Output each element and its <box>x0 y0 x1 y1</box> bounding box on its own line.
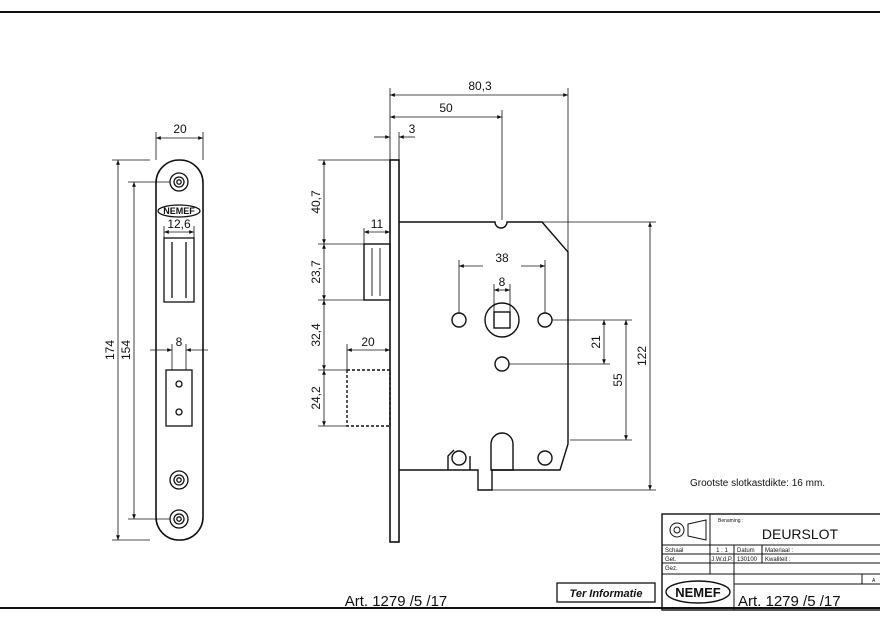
dim-top: 40,7 <box>309 190 323 214</box>
datum-value: 130100 <box>737 557 758 563</box>
case-outline <box>399 221 569 491</box>
schaal-label: Schaal <box>665 548 683 554</box>
forend <box>389 159 400 543</box>
datum-label: Datum <box>737 548 755 554</box>
gez-label: Gez. <box>665 566 678 572</box>
article-number: Art. 1279 /5 /17 <box>345 593 448 610</box>
benaming-label: Benaming : <box>718 518 743 524</box>
dim-bolt: 24,2 <box>309 386 323 410</box>
info-stamp-box <box>556 582 656 603</box>
info-stamp: Ter Informatie <box>570 588 643 600</box>
dim-latch: 23,7 <box>309 260 323 284</box>
dead-bolt <box>346 369 391 427</box>
dim-122: 122 <box>635 346 649 366</box>
get-value: J.W.d.P. <box>711 557 733 563</box>
dim-plate-height: 174 <box>103 340 117 360</box>
schaal-value: 1 : 1 <box>716 548 728 554</box>
dim-hole-spacing: 38 <box>495 251 509 265</box>
materiaal-label: Materiaal : <box>765 548 793 554</box>
title-block <box>661 513 880 611</box>
spindle-square <box>493 311 511 329</box>
dim-55: 55 <box>611 373 625 387</box>
dim-bolt-projection: 20 <box>361 335 375 349</box>
dim-backset: 50 <box>439 101 453 115</box>
cylinder-hole <box>490 432 514 471</box>
dim-spindle: 8 <box>499 275 506 289</box>
dim-screw-distance: 154 <box>119 340 133 360</box>
dim-plate-thickness: 3 <box>409 122 416 136</box>
dim-bolt-width: 8 <box>176 335 183 349</box>
front-plate-logo: NEMEF <box>163 206 195 216</box>
dim-gap: 32,4 <box>309 323 323 347</box>
title-block-logo: NEMEF <box>675 585 721 600</box>
corner-letter: A <box>872 578 876 584</box>
lock-body-view <box>346 159 569 543</box>
kwaliteit-label: Kwaliteit : <box>765 557 791 563</box>
title-text: DEURSLOT <box>762 526 839 542</box>
dim-21: 21 <box>589 335 603 349</box>
lock-body-dimensions <box>318 88 656 491</box>
dim-latch-projection: 11 <box>371 217 384 231</box>
dim-depth: 80,3 <box>468 79 492 93</box>
dim-latch-width: 12,6 <box>167 217 191 231</box>
title-block-article: Art. 1279 /5 /17 <box>738 593 841 610</box>
front-plate-dimensions <box>112 132 208 541</box>
nemef-logo <box>157 204 201 218</box>
latch-bolt <box>363 243 391 301</box>
dim-plate-width: 20 <box>173 122 187 136</box>
thickness-note: Grootste slotkastdikte: 16 mm. <box>690 478 825 489</box>
get-label: Get. <box>665 557 677 563</box>
